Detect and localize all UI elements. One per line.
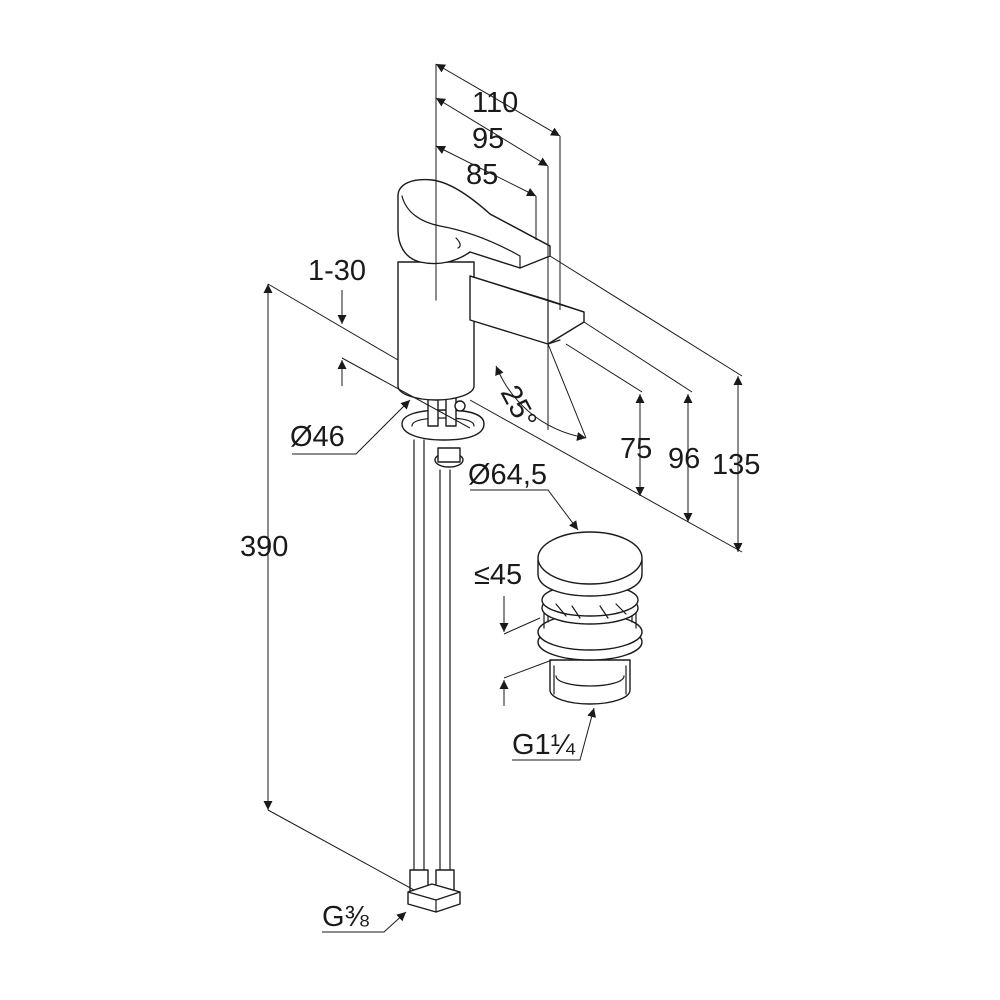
dim-d64-5: Ø64,5 bbox=[468, 459, 547, 491]
dim-d46: Ø46 bbox=[290, 421, 345, 453]
thread-g3-8: G⅜ bbox=[322, 901, 370, 933]
thread-g1-1-4: G1¼ bbox=[512, 729, 576, 761]
dimension-lines bbox=[263, 63, 743, 933]
dim-390: 390 bbox=[240, 531, 288, 563]
lever-handle bbox=[397, 178, 551, 269]
dim-135: 135 bbox=[712, 449, 760, 481]
dim-96: 96 bbox=[668, 443, 700, 475]
spout bbox=[469, 275, 585, 345]
fixing-clamp bbox=[401, 395, 485, 441]
drain-valve bbox=[537, 531, 643, 705]
dim-110: 110 bbox=[472, 87, 518, 119]
supply-hoses bbox=[413, 439, 464, 881]
dim-25-deg: 25° bbox=[494, 380, 543, 434]
dim-95: 95 bbox=[472, 123, 504, 155]
dim-85: 85 bbox=[466, 159, 498, 191]
dim-le45: ≤45 bbox=[474, 559, 522, 591]
hose-connectors bbox=[407, 869, 461, 913]
dimension-labels: 110 95 85 1-30 25° Ø46 75 96 135 Ø64,5 3… bbox=[240, 87, 760, 933]
dim-1-30: 1-30 bbox=[308, 255, 366, 287]
dim-75: 75 bbox=[620, 433, 652, 465]
